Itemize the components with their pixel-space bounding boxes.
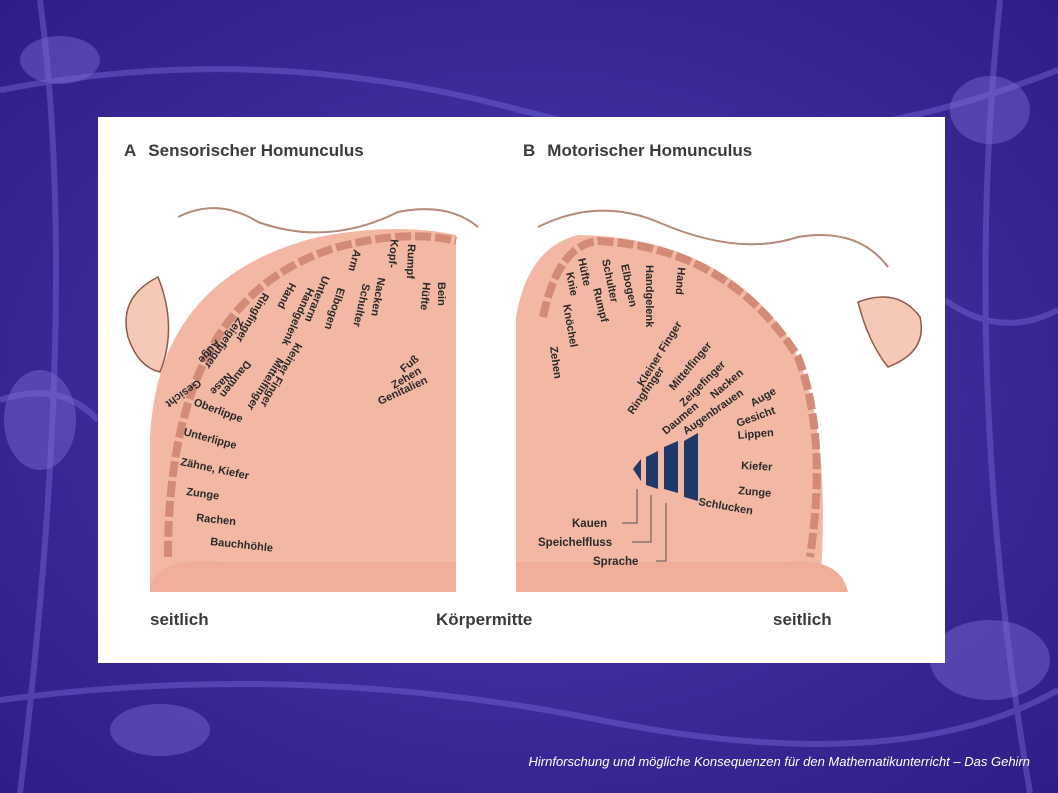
motor-label-handgelenk: Handgelenk xyxy=(643,265,655,328)
motor-face xyxy=(857,296,922,368)
sensory-face xyxy=(125,275,170,373)
homunculus-illustration: Genitalien Zehen Fuß Bein Hüfte Rumpf Ko… xyxy=(125,207,922,592)
panel-a-letter: A xyxy=(124,141,137,160)
sensory-base xyxy=(150,561,456,592)
motor-label-sprache: Sprache xyxy=(593,556,638,568)
motor-cortex-band xyxy=(539,236,821,558)
label-seitlich-left: seitlich xyxy=(150,610,209,629)
sensory-cortex-band xyxy=(164,232,457,558)
motor-body-outline xyxy=(537,209,889,268)
motor-label-hand: Hand xyxy=(673,267,687,295)
motor-bottom-labels: Kauen Speichelfluss Sprache xyxy=(538,518,638,568)
panel-b-heading: B Motorischer Homunculus xyxy=(523,141,752,161)
panel-b-title: Motorischer Homunculus xyxy=(547,141,753,160)
label-seitlich-right: seitlich xyxy=(773,610,832,629)
speech-arcs-icon xyxy=(633,433,698,501)
homunculus-figure: Genitalien Zehen Fuß Bein Hüfte Rumpf Ko… xyxy=(98,117,945,663)
motor-label-knie: Knie xyxy=(563,271,580,297)
sensory-label-zunge: Zunge xyxy=(186,486,220,502)
motor-label-zehen: Zehen xyxy=(547,346,563,380)
motor-label-kiefer: Kiefer xyxy=(741,460,773,474)
motor-base xyxy=(516,561,848,592)
sensory-label-kopf: Kopf- xyxy=(385,239,399,269)
panel-b-letter: B xyxy=(523,141,536,160)
label-koerpermitte: Körpermitte xyxy=(436,610,533,629)
motor-label-kauen: Kauen xyxy=(572,518,607,530)
sensory-label-rachen: Rachen xyxy=(196,512,237,528)
sensory-label-arm: Arm xyxy=(345,248,362,273)
sensory-label-huefte: Hüfte xyxy=(418,282,432,311)
sensory-label-bein: Bein xyxy=(435,282,447,306)
motor-label-huefte: Hüfte xyxy=(575,257,593,287)
sensory-body-outline xyxy=(177,207,479,234)
motor-hemisphere xyxy=(516,235,823,587)
panel-a-title: Sensorischer Homunculus xyxy=(148,141,364,160)
motor-label-lippen: Lippen xyxy=(737,427,774,442)
motor-label-speichelfluss: Speichelfluss xyxy=(538,537,612,549)
sensory-label-rumpf: Rumpf xyxy=(404,244,417,280)
slide-footer: Hirnforschung und mögliche Konsequenzen … xyxy=(528,754,1031,769)
motor-label-zunge: Zunge xyxy=(738,485,772,500)
panel-a-heading: A Sensorischer Homunculus xyxy=(124,141,364,161)
